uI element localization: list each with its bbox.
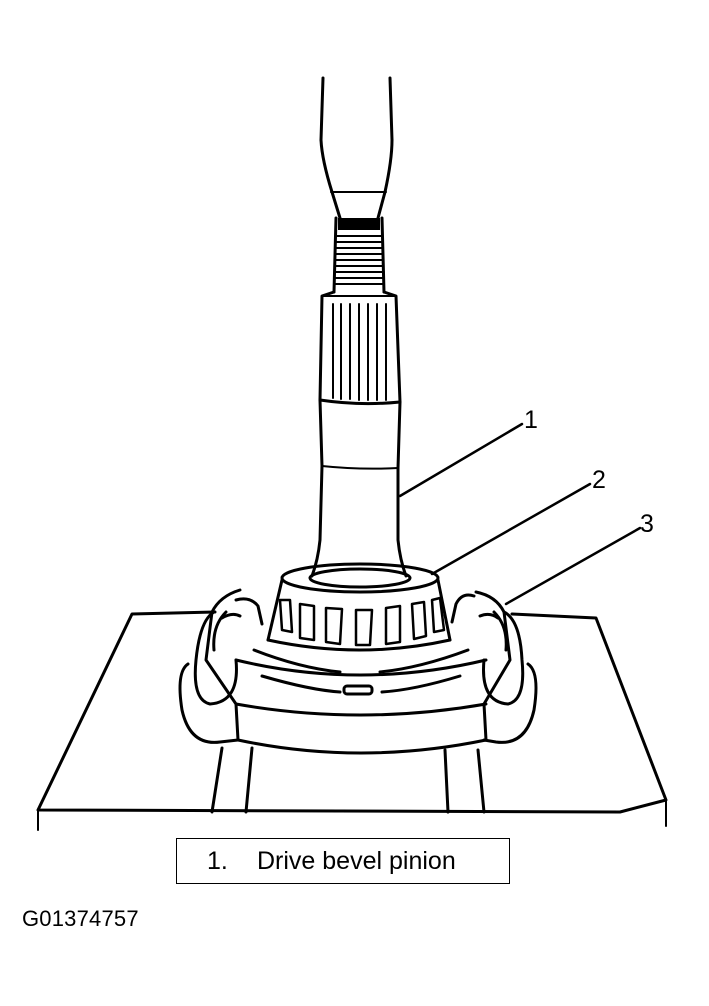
callout-1-label: 1 xyxy=(524,406,538,434)
support-plate xyxy=(36,610,668,831)
roller-bearing xyxy=(266,562,452,652)
callout-2-label: 2 xyxy=(592,466,606,494)
press-ram xyxy=(319,76,394,220)
legend-item-number: 1. xyxy=(207,846,228,875)
threaded-section xyxy=(332,216,386,294)
figure-id: G01374757 xyxy=(22,906,139,931)
callout-3-label: 3 xyxy=(640,510,654,538)
callout-leaders xyxy=(398,422,642,606)
pinion-shaft xyxy=(310,398,408,578)
legend-box: 1. Drive bevel pinion xyxy=(176,838,510,884)
bearing-separator xyxy=(178,588,538,755)
legend-item-text: Drive bevel pinion xyxy=(257,846,456,875)
splined-section xyxy=(318,290,402,406)
